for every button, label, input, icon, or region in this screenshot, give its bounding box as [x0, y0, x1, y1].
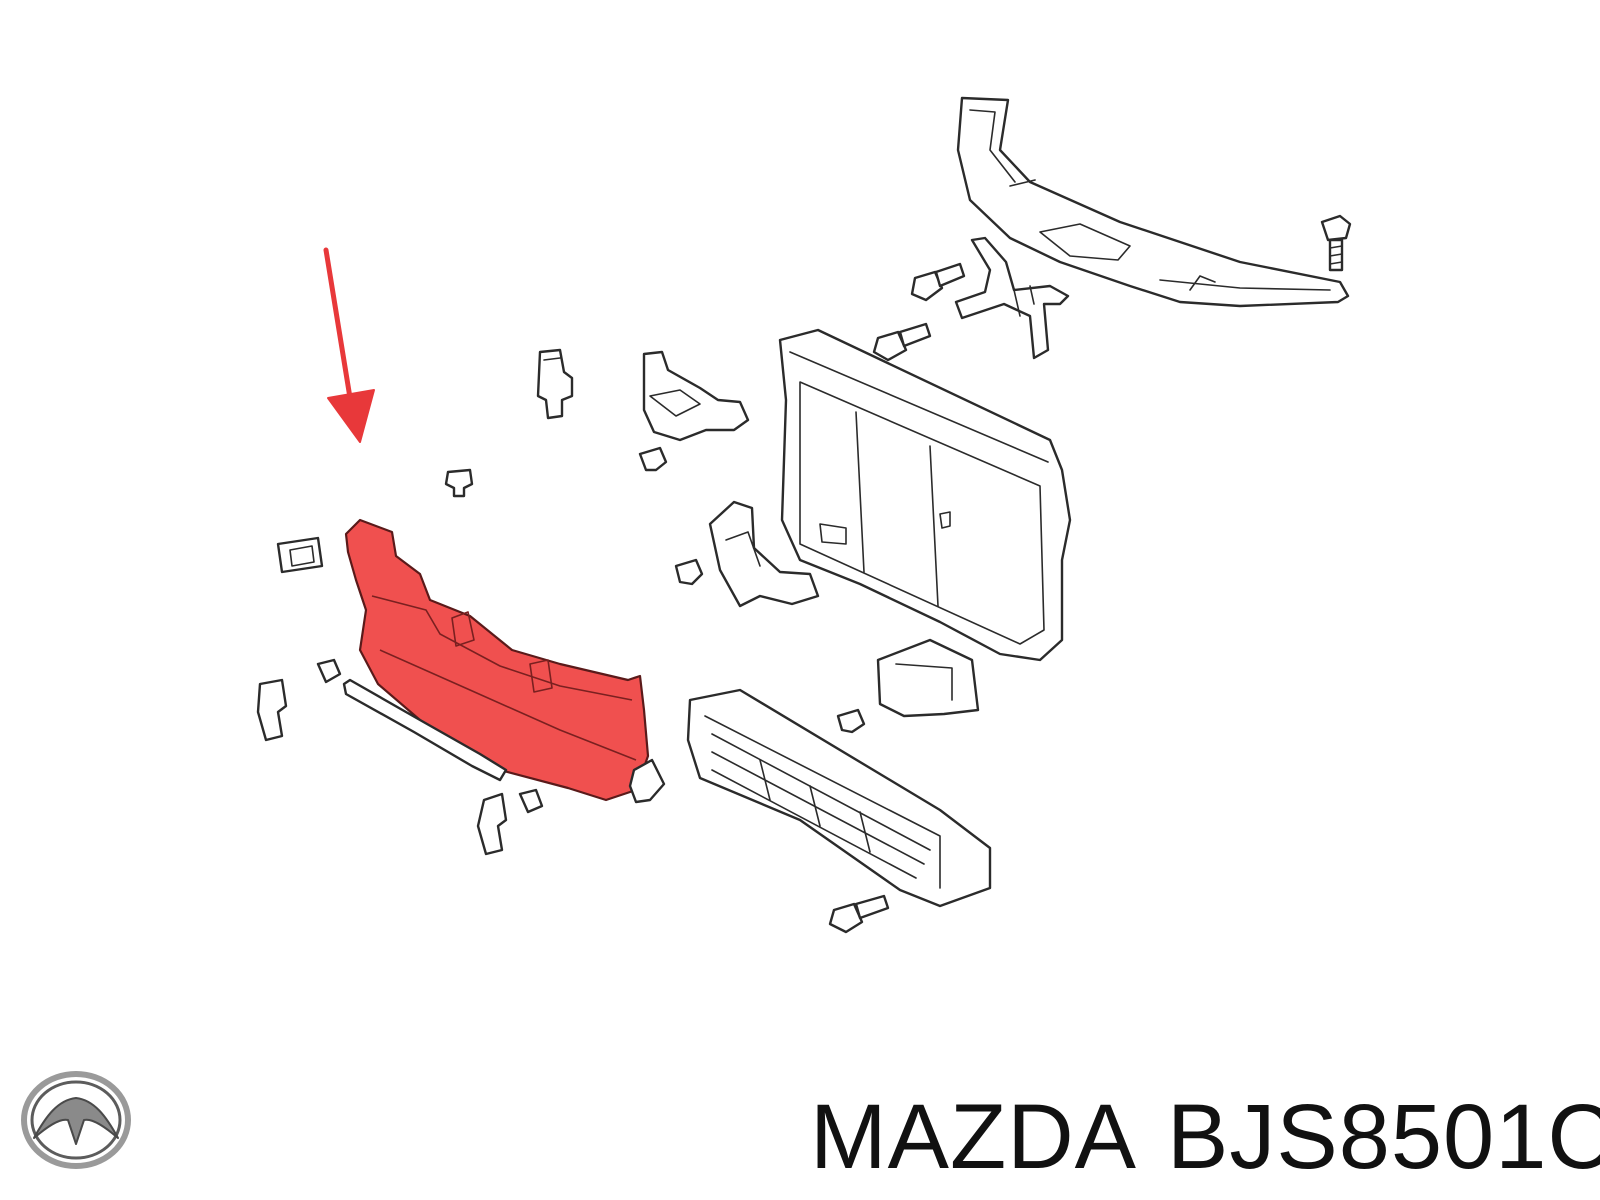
- clip-square-1: [316, 658, 342, 684]
- part-number: BJS8501C0: [1167, 1086, 1600, 1188]
- seal-strip: [342, 678, 508, 782]
- bolt-bottom: [828, 894, 890, 934]
- latch-bracket: [954, 236, 1070, 360]
- caption: MAZDA BJS8501C0: [810, 1082, 1600, 1192]
- clip-lower-left: [256, 678, 288, 742]
- upper-support-bar: [956, 96, 1350, 308]
- bolt-top-right: [1320, 214, 1352, 272]
- air-guide-upper: [642, 350, 750, 442]
- red-arrow-icon: [323, 247, 375, 443]
- grille-shutter: [686, 688, 992, 908]
- bolt-mid: [872, 322, 932, 362]
- bolt-upper-mid: [910, 262, 966, 302]
- air-guide-lower: [876, 638, 980, 718]
- brand-name: MAZDA: [810, 1086, 1137, 1188]
- clip-mid-left: [638, 446, 668, 472]
- clip-lower-center: [476, 792, 508, 856]
- sensor-part: [536, 348, 574, 420]
- clip-square-2: [518, 788, 544, 814]
- clip-push-top: [444, 468, 474, 498]
- air-guide-middle: [708, 500, 820, 608]
- highlighted-air-deflector: [344, 518, 650, 802]
- clip-left-block: [276, 536, 324, 574]
- clip-low-mid: [836, 708, 866, 734]
- clip-lower-right: [628, 758, 666, 804]
- clip-mid: [674, 558, 704, 586]
- radiator-support-frame: [778, 328, 1072, 662]
- mazda-logo-icon: [21, 1071, 131, 1169]
